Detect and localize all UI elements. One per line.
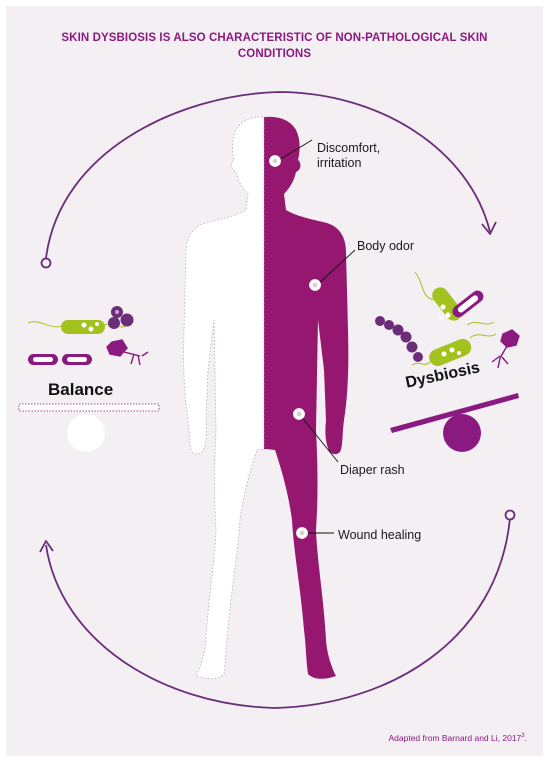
cocci-icon [108,306,134,329]
bacteriophage-icon [491,329,520,369]
diplobacillus-icon [28,354,92,365]
callout-wound-healing: Wound healing [338,528,422,542]
callout-discomfort: Discomfort, irritation [317,141,381,170]
balance-microbes [27,306,149,366]
cocci-chain-icon [375,316,423,362]
source-citation: Adapted from Barnard and Li, 20173. [388,733,527,743]
diplobacillus-icon [452,290,484,318]
balance-label: Balance [48,380,114,399]
seesaw-icon [390,393,519,452]
callout-dots [269,155,321,539]
cycle-arrow-icon [39,91,516,709]
callout-diaper-rash: Diaper rash [340,463,405,477]
seesaw-icon [18,403,160,452]
dysbiosis-microbes [375,271,520,369]
bacteriophage-icon [106,339,149,366]
page-title: SKIN DYSBIOSIS IS ALSO CHARACTERISTIC OF… [61,32,488,60]
callout-markers [278,139,356,534]
human-body [183,116,349,680]
callout-body-odor: Body odor [357,239,414,253]
bacteria-icon [411,333,497,367]
